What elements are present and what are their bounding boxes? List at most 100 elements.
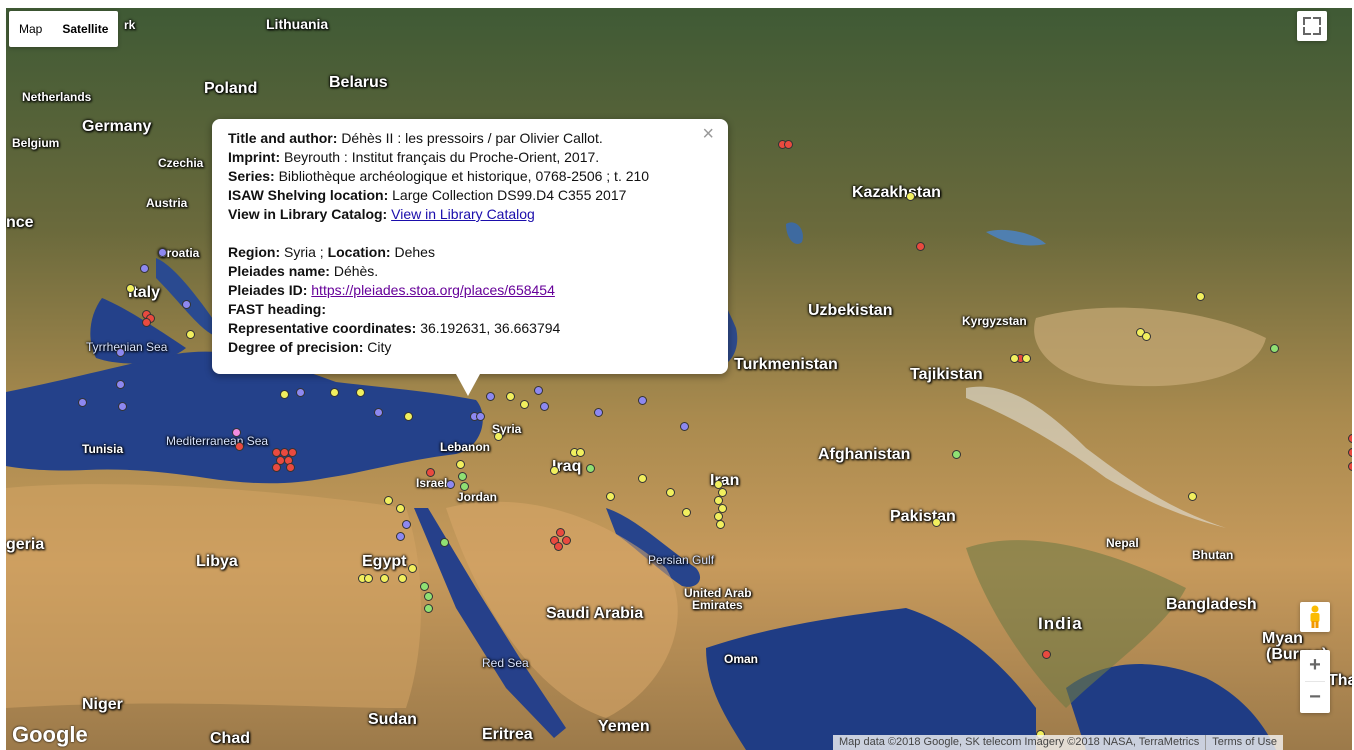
map-marker[interactable]	[374, 408, 383, 417]
map-marker[interactable]	[404, 412, 413, 421]
map-marker[interactable]	[550, 466, 559, 475]
map-marker[interactable]	[554, 542, 563, 551]
map-marker[interactable]	[142, 318, 151, 327]
map-marker[interactable]	[356, 388, 365, 397]
map-marker[interactable]	[606, 492, 615, 501]
map-marker[interactable]	[932, 518, 941, 527]
zoom-out-button[interactable]: −	[1309, 686, 1321, 708]
map-marker[interactable]	[1196, 292, 1205, 301]
map-marker[interactable]	[458, 472, 467, 481]
map-label: Niger	[82, 696, 123, 713]
map-marker[interactable]	[396, 504, 405, 513]
map-label: Libya	[196, 553, 238, 570]
map-marker[interactable]	[286, 463, 295, 472]
map-marker[interactable]	[426, 468, 435, 477]
map-marker[interactable]	[288, 448, 297, 457]
fullscreen-button[interactable]	[1297, 11, 1327, 41]
map-marker[interactable]	[420, 582, 429, 591]
map-marker[interactable]	[440, 538, 449, 547]
map-marker[interactable]	[126, 284, 135, 293]
map-label: Afghanistan	[818, 446, 911, 463]
map-marker[interactable]	[280, 390, 289, 399]
map-marker[interactable]	[364, 574, 373, 583]
map-marker[interactable]	[424, 592, 433, 601]
map-type-map-button[interactable]: Map	[19, 22, 43, 36]
map-label: Bhutan	[1192, 548, 1234, 562]
map-marker[interactable]	[1022, 354, 1031, 363]
map-marker[interactable]	[916, 242, 925, 251]
map-marker[interactable]	[486, 392, 495, 401]
map-marker[interactable]	[638, 396, 647, 405]
map-marker[interactable]	[296, 388, 305, 397]
map-marker[interactable]	[446, 480, 455, 489]
map-marker[interactable]	[330, 388, 339, 397]
map-marker[interactable]	[186, 330, 195, 339]
map-marker[interactable]	[456, 460, 465, 469]
map-marker[interactable]	[680, 422, 689, 431]
map-marker[interactable]	[1348, 448, 1352, 457]
map-marker[interactable]	[1348, 434, 1352, 443]
map-marker[interactable]	[718, 504, 727, 513]
map-label: nce	[6, 214, 34, 231]
map-marker[interactable]	[540, 402, 549, 411]
map-label: Red Sea	[482, 656, 529, 670]
library-catalog-link[interactable]: View in Library Catalog	[391, 206, 535, 222]
map-marker[interactable]	[158, 248, 167, 257]
pleiades-id-link[interactable]: https://pleiades.stoa.org/places/658454	[311, 282, 555, 298]
terms-of-use-link[interactable]: Terms of Use	[1205, 735, 1283, 750]
map-marker[interactable]	[402, 520, 411, 529]
map-marker[interactable]	[716, 520, 725, 529]
map-label: Egypt	[362, 553, 407, 570]
close-icon[interactable]: ×	[702, 123, 714, 145]
map-marker[interactable]	[272, 463, 281, 472]
map-marker[interactable]	[1142, 332, 1151, 341]
map-marker[interactable]	[118, 402, 127, 411]
map-marker[interactable]	[562, 536, 571, 545]
map-marker[interactable]	[1042, 650, 1051, 659]
map-marker[interactable]	[784, 140, 793, 149]
map-marker[interactable]	[424, 604, 433, 613]
map-type-satellite-button[interactable]: Satellite	[62, 22, 109, 36]
map-label: Lebanon	[440, 440, 490, 454]
map-marker[interactable]	[556, 528, 565, 537]
map-marker[interactable]	[235, 442, 244, 451]
map-marker[interactable]	[1270, 344, 1279, 353]
map-marker[interactable]	[638, 474, 647, 483]
map-marker[interactable]	[476, 412, 485, 421]
imprint-row: Imprint: Beyrouth : Institut français du…	[228, 149, 600, 165]
map-marker[interactable]	[594, 408, 603, 417]
street-view-pegman-button[interactable]	[1300, 602, 1330, 632]
map-marker[interactable]	[534, 386, 543, 395]
map-label: Tha	[1328, 672, 1352, 689]
map-marker[interactable]	[682, 508, 691, 517]
map-marker[interactable]	[408, 564, 417, 573]
map-marker[interactable]	[506, 392, 515, 401]
zoom-in-button[interactable]: +	[1309, 654, 1321, 676]
map-label: Emirates	[692, 598, 743, 612]
map-marker[interactable]	[78, 398, 87, 407]
map-marker[interactable]	[1348, 462, 1352, 471]
map-marker[interactable]	[576, 448, 585, 457]
map-marker[interactable]	[494, 432, 503, 441]
map-marker[interactable]	[460, 482, 469, 491]
map-marker[interactable]	[718, 488, 727, 497]
map-marker[interactable]	[384, 496, 393, 505]
map-marker[interactable]	[232, 428, 241, 437]
map-marker[interactable]	[952, 450, 961, 459]
map-marker[interactable]	[140, 264, 149, 273]
map-marker[interactable]	[116, 380, 125, 389]
map-label: Jordan	[457, 490, 498, 504]
map-marker[interactable]	[520, 400, 529, 409]
map-marker[interactable]	[116, 348, 125, 357]
map-attribution: Map data ©2018 Google, SK telecom Imager…	[833, 735, 1284, 750]
map-marker[interactable]	[586, 464, 595, 473]
map-marker[interactable]	[1188, 492, 1197, 501]
map-marker[interactable]	[396, 532, 405, 541]
map-marker[interactable]	[380, 574, 389, 583]
map-marker[interactable]	[666, 488, 675, 497]
map-marker[interactable]	[906, 192, 915, 201]
map-marker[interactable]	[1010, 354, 1019, 363]
map-marker[interactable]	[398, 574, 407, 583]
map-marker[interactable]	[182, 300, 191, 309]
map-label: Myan	[1262, 630, 1303, 647]
